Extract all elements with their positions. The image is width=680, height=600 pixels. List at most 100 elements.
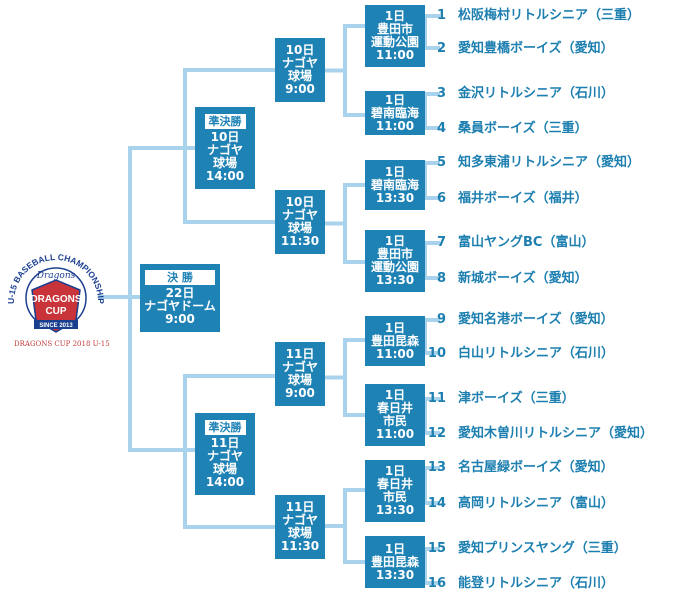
team-name: 金沢リトルシニア（石川） bbox=[458, 86, 615, 101]
semifinal-box-1: 準決勝 10日 ナゴヤ 球場 14:00 bbox=[195, 107, 255, 189]
first-round-time: 13:30 bbox=[375, 190, 415, 205]
first-round-date: 1日 bbox=[384, 9, 406, 23]
team-entry: 10 白山リトルシニア（石川） bbox=[420, 346, 614, 362]
semifinal-venue-line-2: 球場 bbox=[212, 155, 237, 170]
quarterfinal-date: 11日 bbox=[285, 500, 315, 514]
semifinal-time: 14:00 bbox=[205, 474, 245, 489]
team-number: 1 bbox=[436, 8, 446, 23]
final-venue: ナゴヤドーム bbox=[144, 299, 216, 313]
team-name: 松阪梅村リトルシニア（三重） bbox=[458, 8, 641, 23]
first-round-box-6: 1日 春日井 市民 11:00 bbox=[365, 384, 425, 446]
semifinal-round-label: 準決勝 bbox=[204, 419, 246, 435]
first-round-date: 1日 bbox=[384, 320, 406, 335]
team-number: 13 bbox=[427, 460, 446, 475]
team-number: 5 bbox=[436, 155, 446, 170]
dragons-cup-logo: U-15 BASEBALL CHAMPIONSHIP Dragons DRAGO… bbox=[6, 252, 106, 333]
quarterfinal-time: 11:30 bbox=[280, 234, 320, 248]
final-round-label: 決 勝 bbox=[145, 270, 215, 285]
quarterfinal-venue-line-2: 球場 bbox=[287, 373, 312, 387]
team-entry: 5 知多東浦リトルシニア（愛知） bbox=[420, 155, 640, 171]
team-name: 愛知プリンスヤング（三重） bbox=[458, 541, 627, 556]
team-name: 愛知豊橋ボーイズ（愛知） bbox=[458, 41, 614, 56]
team-entry: 1 松阪梅村リトルシニア（三重） bbox=[420, 8, 640, 24]
first-round-box-8: 1日 豊田昆森 13:30 bbox=[365, 536, 425, 588]
first-round-box-4: 1日 豊田市 運動公園 13:30 bbox=[365, 230, 425, 292]
team-name: 能登リトルシニア（石川） bbox=[458, 576, 615, 591]
team-entry: 4 桑員ボーイズ（三重） bbox=[420, 121, 588, 137]
team-number: 6 bbox=[436, 191, 446, 206]
semifinal-date: 11日 bbox=[210, 435, 240, 450]
team-entry: 11 津ボーイズ（三重） bbox=[420, 391, 575, 407]
team-name: 桑員ボーイズ（三重） bbox=[458, 121, 588, 136]
semifinal-date: 10日 bbox=[210, 129, 240, 144]
first-round-venue-line-1: 豊田市 bbox=[376, 247, 413, 261]
team-number: 9 bbox=[436, 312, 446, 327]
logo-caption: DRAGONS CUP 2018 U-15 bbox=[14, 340, 110, 348]
semifinal-box-2: 準決勝 11日 ナゴヤ 球場 14:00 bbox=[195, 413, 255, 495]
semifinal-time: 14:00 bbox=[205, 168, 245, 183]
first-round-box-7: 1日 春日井 市民 13:30 bbox=[365, 460, 425, 522]
first-round-venue-line-1: 春日井 bbox=[376, 477, 413, 491]
quarterfinal-time: 11:30 bbox=[280, 539, 320, 553]
quarterfinal-date: 10日 bbox=[285, 195, 315, 209]
first-round-venue: 豊田昆森 bbox=[370, 333, 419, 348]
team-number: 11 bbox=[427, 391, 446, 406]
quarterfinal-venue-line-1: ナゴヤ bbox=[281, 360, 318, 374]
team-name: 愛知名港ボーイズ（愛知） bbox=[458, 312, 614, 327]
final-time: 9:00 bbox=[165, 312, 195, 326]
first-round-time: 11:00 bbox=[375, 48, 415, 62]
first-round-date: 1日 bbox=[384, 388, 406, 402]
team-name: 高岡リトルシニア（富山） bbox=[458, 496, 615, 511]
quarterfinal-venue-line-1: ナゴヤ bbox=[281, 56, 318, 70]
first-round-venue-line-2: 運動公園 bbox=[370, 260, 419, 274]
semifinal-venue-line-1: ナゴヤ bbox=[206, 142, 243, 157]
first-round-date: 1日 bbox=[384, 92, 406, 107]
first-round-venue: 豊田昆森 bbox=[370, 554, 419, 569]
team-number: 4 bbox=[436, 121, 446, 136]
quarterfinal-venue-line-1: ナゴヤ bbox=[281, 513, 318, 527]
quarterfinal-time: 9:00 bbox=[285, 82, 315, 96]
first-round-date: 1日 bbox=[384, 234, 406, 248]
team-name: 福井ボーイズ（福井） bbox=[458, 191, 588, 206]
semifinal-venue-line-2: 球場 bbox=[212, 461, 237, 476]
quarterfinal-box-3: 11日 ナゴヤ 球場 9:00 bbox=[275, 342, 325, 406]
semifinal-venue-line-1: ナゴヤ bbox=[206, 448, 243, 463]
team-number: 10 bbox=[427, 346, 446, 361]
first-round-venue-line-2: 市民 bbox=[382, 490, 407, 504]
quarterfinal-date: 11日 bbox=[285, 347, 315, 361]
quarterfinal-venue-line-2: 球場 bbox=[287, 69, 312, 83]
first-round-time: 11:00 bbox=[375, 427, 415, 441]
first-round-box-3: 1日 碧南臨海 13:30 bbox=[365, 160, 425, 210]
first-round-box-1: 1日 豊田市 運動公園 11:00 bbox=[365, 5, 425, 67]
first-round-time: 11:00 bbox=[375, 346, 415, 361]
first-round-date: 1日 bbox=[384, 541, 406, 556]
first-round-venue-line-2: 運動公園 bbox=[370, 35, 419, 49]
quarterfinal-box-2: 10日 ナゴヤ 球場 11:30 bbox=[275, 190, 325, 254]
team-entry: 15 愛知プリンスヤング（三重） bbox=[420, 541, 627, 557]
team-name: 白山リトルシニア（石川） bbox=[458, 346, 615, 361]
first-round-date: 1日 bbox=[384, 464, 406, 478]
team-entry: 9 愛知名港ボーイズ（愛知） bbox=[420, 312, 614, 328]
team-name: 津ボーイズ（三重） bbox=[458, 391, 575, 406]
quarterfinal-box-1: 10日 ナゴヤ 球場 9:00 bbox=[275, 38, 325, 102]
final-date: 22日 bbox=[165, 286, 195, 300]
first-round-time: 13:30 bbox=[375, 273, 415, 287]
first-round-time: 11:00 bbox=[375, 118, 415, 133]
first-round-venue-line-1: 春日井 bbox=[376, 401, 413, 415]
first-round-box-5: 1日 豊田昆森 11:00 bbox=[365, 316, 425, 366]
team-number: 3 bbox=[436, 86, 446, 101]
team-number: 12 bbox=[427, 426, 446, 441]
team-number: 8 bbox=[436, 271, 446, 286]
logo-title-1: DRAGONS bbox=[30, 294, 81, 305]
team-number: 16 bbox=[427, 576, 446, 591]
quarterfinal-box-4: 11日 ナゴヤ 球場 11:30 bbox=[275, 495, 325, 559]
first-round-date: 1日 bbox=[384, 164, 406, 179]
team-name: 知多東浦リトルシニア（愛知） bbox=[458, 155, 641, 170]
team-number: 15 bbox=[427, 541, 446, 556]
first-round-venue: 碧南臨海 bbox=[370, 105, 419, 120]
